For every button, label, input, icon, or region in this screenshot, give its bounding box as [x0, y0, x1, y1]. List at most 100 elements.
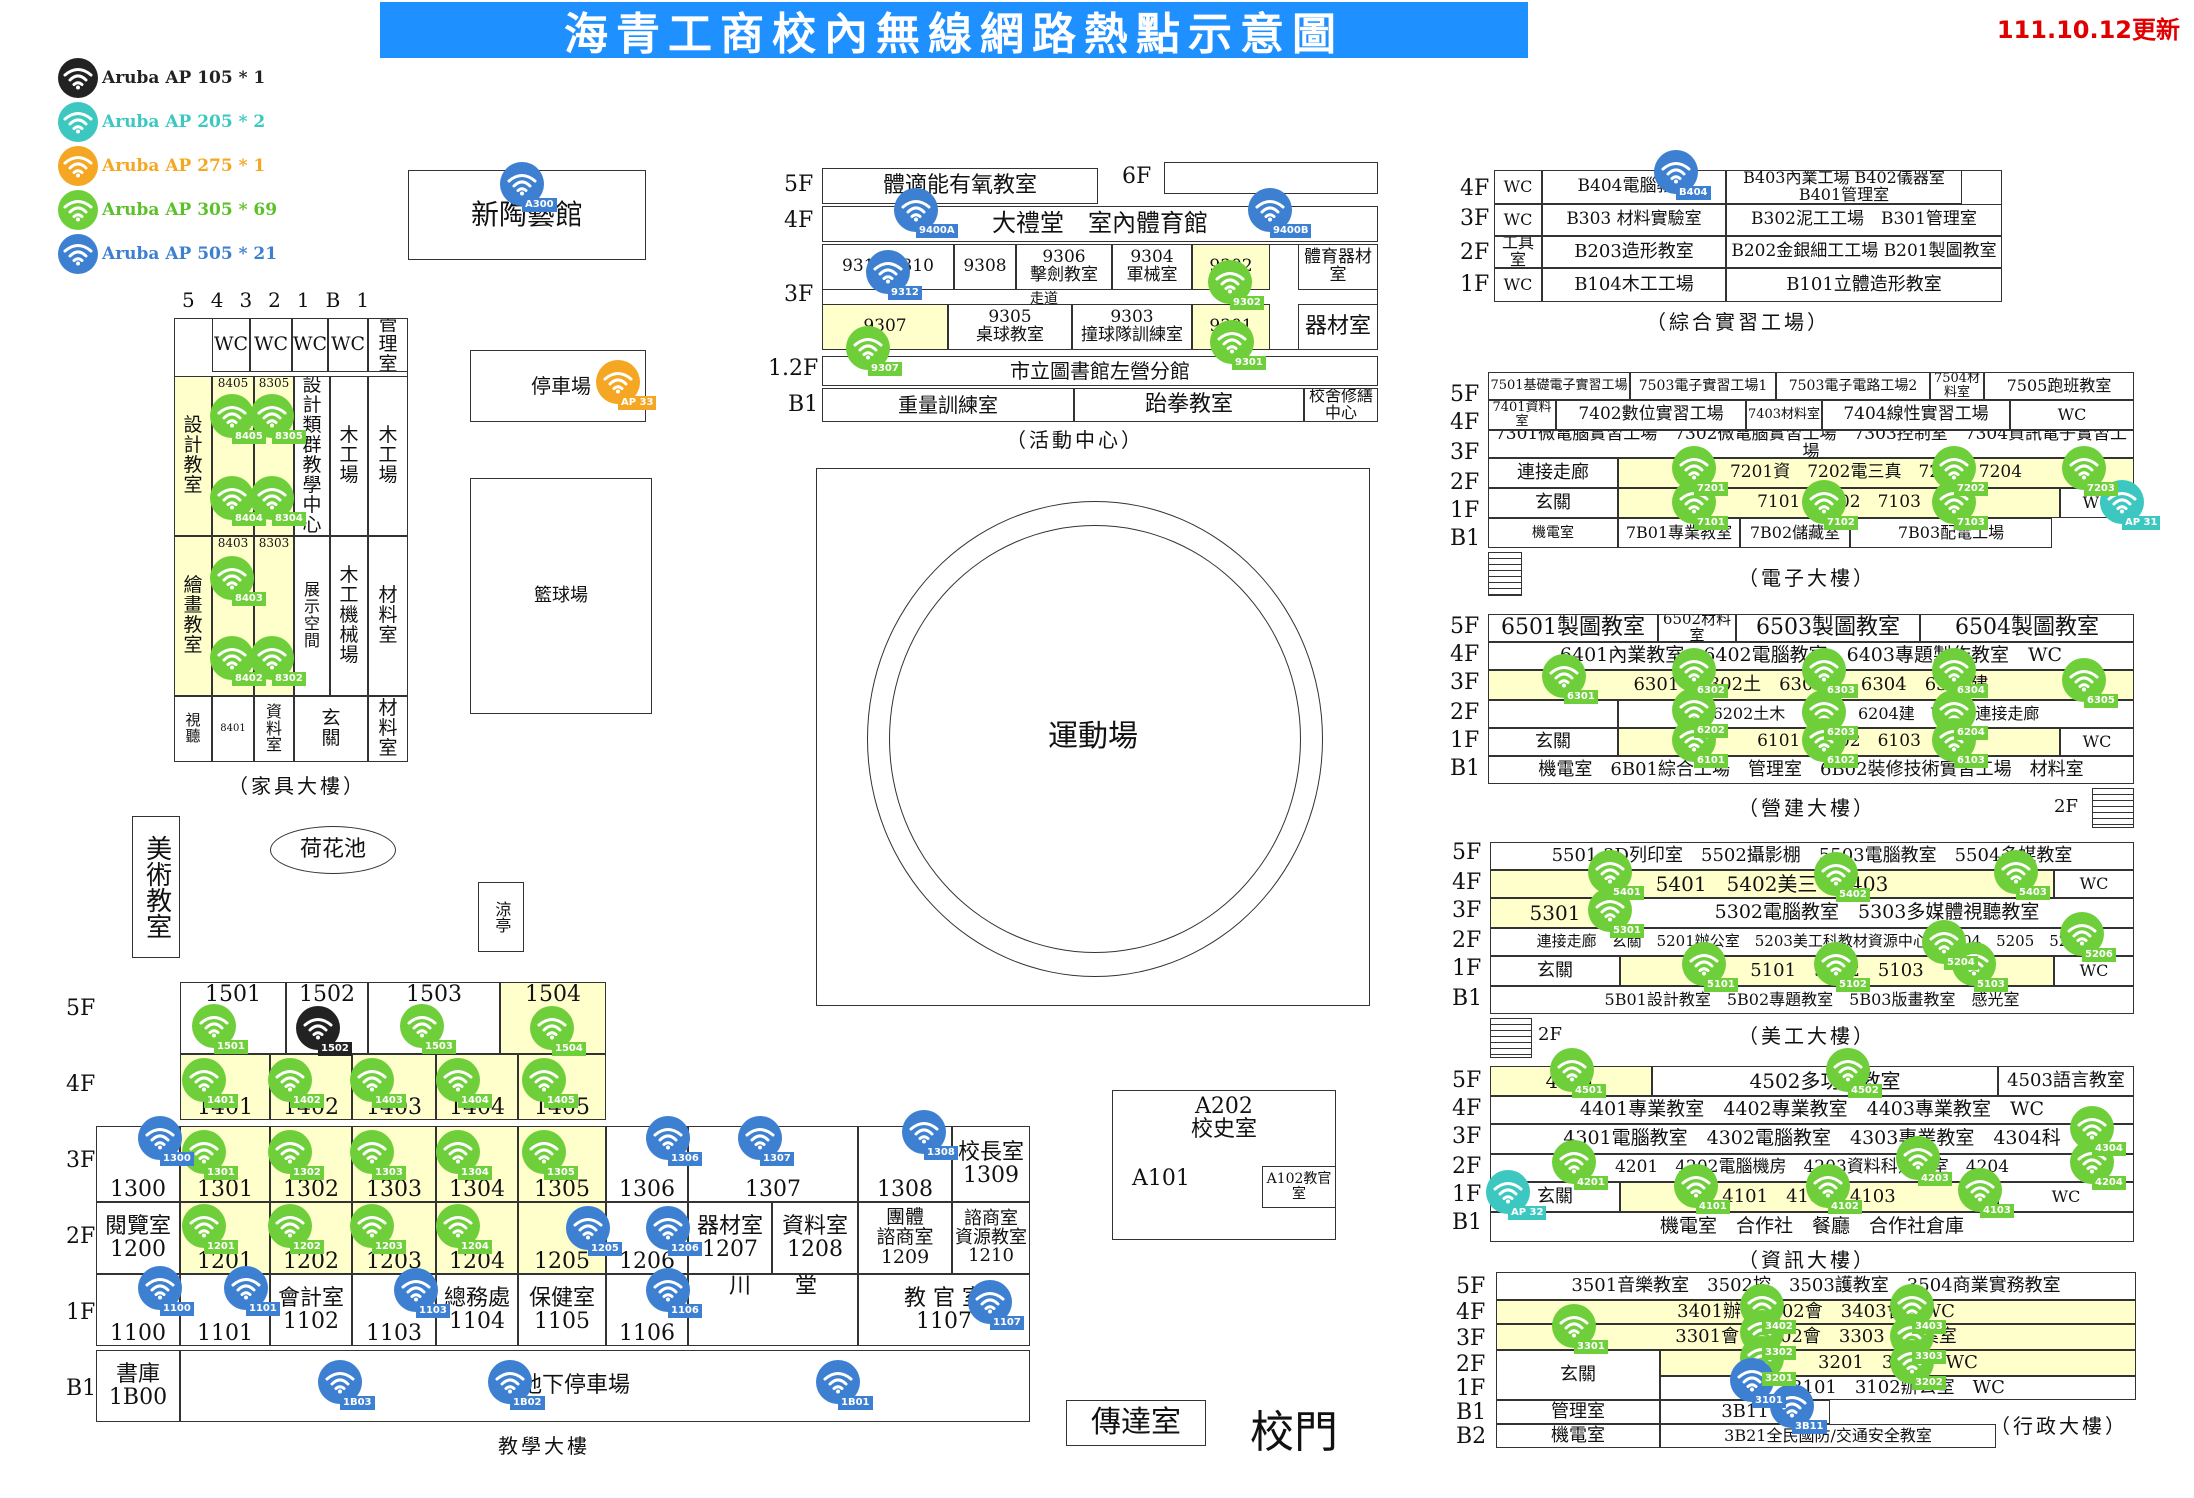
ap-label: 1106 [668, 1304, 702, 1318]
floor-label: 2F [1452, 928, 1482, 953]
room: 木工機械場 [330, 536, 368, 696]
history-room: A202 校史室 [1112, 1090, 1336, 1240]
room: 1304 [436, 1126, 518, 1202]
guard-room: 傳達室 [1066, 1400, 1206, 1446]
legend-item: Aruba AP 275 * 1 [58, 144, 277, 188]
room: 繪畫教室 [174, 536, 212, 696]
ap-label: 6301 [1564, 690, 1598, 704]
ap-label: 1401 [204, 1094, 238, 1108]
room: B203造形教室 [1542, 236, 1726, 268]
floor-label: 5F [66, 996, 96, 1021]
ap-label: 1300 [160, 1152, 194, 1166]
floor-label: 1F [66, 1300, 96, 1325]
furniture-caption: （家具大樓） [228, 774, 366, 798]
room: 7503電子實習工場1 [1630, 372, 1776, 400]
ap-label: 8403 [232, 592, 266, 606]
room: WC [328, 318, 368, 372]
ap-label: 3101 [1752, 1394, 1786, 1408]
floor-label: B1 [1452, 1210, 1483, 1235]
room: 5401 5402美三 5403 [1490, 870, 2054, 898]
room: 9308 [954, 244, 1016, 290]
room: 9307 [822, 304, 948, 350]
floor-label: 3F [1450, 440, 1480, 465]
room: 玄關 [1490, 956, 1620, 986]
art-classroom: 美術教室 [132, 816, 180, 958]
ap-label: 3301 [1574, 1340, 1608, 1354]
floor-label: 2F [66, 1224, 96, 1249]
room [1488, 700, 1618, 728]
room: B303 材料實驗室 [1542, 204, 1726, 236]
room: 機電室 6B01綜合工場 管理室 6B02裝修技術實習工場 材料室 [1488, 756, 2134, 784]
legend-label: Aruba AP 505 * 21 [102, 244, 278, 264]
floor-label: 3F [1460, 206, 1490, 231]
room: B202金銀細工工場 B201製圖教室 [1726, 236, 2002, 268]
ap-label: 8402 [232, 672, 266, 686]
stairs [2092, 788, 2134, 828]
ap-label: 1201 [204, 1240, 238, 1254]
basketball-label: 籃球場 [534, 584, 588, 606]
ap-label: 1306 [668, 1152, 702, 1166]
legend-item: Aruba AP 305 * 69 [58, 188, 277, 232]
room: 管理室 [368, 318, 408, 372]
room: 7504材料室 [1930, 372, 1984, 400]
ap-label: 3302 [1762, 1346, 1796, 1360]
fineart-caption: （美工大樓） [1738, 1024, 1876, 1048]
floor-label: 1F [1456, 1376, 1486, 1401]
room: 設計類群教學中心 [294, 376, 330, 536]
room: WC [292, 318, 328, 372]
ap-label: 1504 [552, 1042, 586, 1056]
room: WC [250, 318, 292, 372]
ap-label: 7102 [1824, 516, 1858, 530]
floor-label: 5F [1452, 1068, 1482, 1093]
room: 玄關 [1488, 488, 1618, 518]
room: 6502材料室 [1658, 614, 1736, 642]
floor-label: 1F [1450, 498, 1480, 523]
room: B302泥工工場 B301管理室 [1726, 204, 2002, 236]
guard-label: 傳達室 [1091, 1405, 1181, 1441]
room: WC [212, 318, 250, 372]
room: 視聽 [174, 696, 212, 762]
floor-label: 4F [1450, 410, 1480, 435]
ap-label: 1501 [214, 1040, 248, 1054]
ap-label: 1202 [290, 1240, 324, 1254]
school-gate: 校門 [1250, 1407, 1338, 1458]
room: 3B21全民國防/交通安全教室 [1660, 1424, 1996, 1448]
a102-label: A102教官室 [1266, 1171, 1332, 1202]
ap-label: 8305 [272, 430, 306, 444]
wifi-icon [500, 162, 544, 206]
ap-label: 9307 [868, 362, 902, 376]
room: B104木工工場 [1542, 268, 1726, 302]
ap-label: 6103 [1954, 754, 1988, 768]
workshop-caption: （綜合實習工場） [1646, 310, 1830, 334]
room: 機電室 [1488, 518, 1618, 548]
floor-label: 1.2F [768, 356, 819, 381]
room: 6504製圖教室 [1920, 614, 2134, 642]
floor-label: 4F [1460, 176, 1490, 201]
ap-label: 7103 [1954, 516, 1988, 530]
ap-label: 1302 [290, 1166, 324, 1180]
ap-label: 9400B [1270, 224, 1312, 238]
ap-label: 1305 [544, 1166, 578, 1180]
room: WC [1494, 268, 1542, 302]
ap-label: 4103 [1980, 1204, 2014, 1218]
floor-label: 4F [1450, 642, 1480, 667]
room: 7501基礎電子實習工場 [1488, 372, 1630, 400]
furniture-floor-labels: 54321B1 [182, 288, 386, 312]
ap-label: 9312 [888, 286, 922, 300]
pavilion-label: 涼亭 [492, 901, 512, 933]
room: 體育器材室 [1298, 244, 1378, 290]
room: 木工場 [330, 376, 368, 536]
history-code: A202 [1195, 1094, 1253, 1119]
stairs [1488, 552, 1522, 596]
ap-label: A300 [522, 198, 557, 212]
room: 玄關 [294, 696, 368, 762]
ap-label: 1204 [458, 1240, 492, 1254]
room: 5302電腦教室 5303多媒體視聽教室 [1620, 898, 2134, 928]
room: 跆拳教室 [1074, 388, 1304, 422]
ap-label: 6302 [1694, 684, 1728, 698]
